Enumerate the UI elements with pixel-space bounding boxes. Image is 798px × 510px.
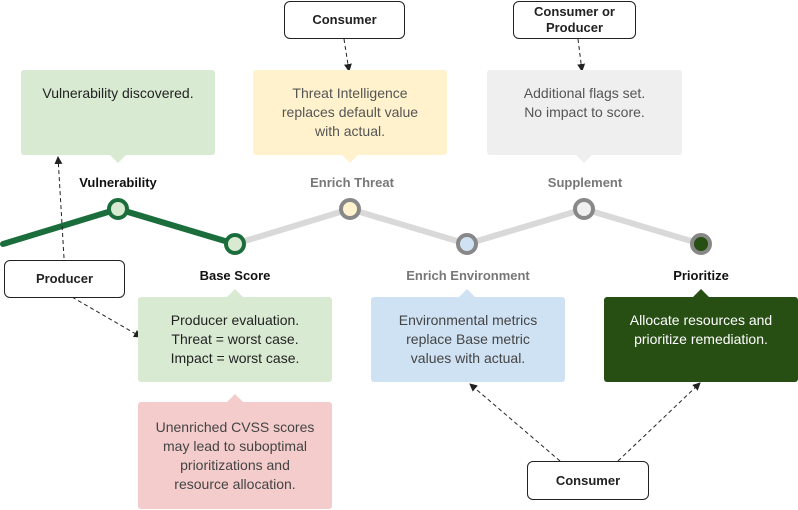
path-segment-base-threat bbox=[232, 206, 353, 247]
pointer-base-score bbox=[227, 289, 243, 297]
path-segment-threat-environment bbox=[347, 206, 470, 247]
stage-label-supplement: Supplement bbox=[547, 175, 623, 190]
arrow-consumer-to-threat bbox=[343, 38, 352, 72]
card-prioritize: Allocate resources and prioritize remedi… bbox=[604, 297, 798, 382]
path-segment-vulnerability-base bbox=[115, 206, 238, 247]
node-prioritize bbox=[690, 233, 712, 255]
actor-producer: Producer bbox=[4, 260, 125, 298]
actor-consumer-or-producer: Consumer or Producer bbox=[513, 1, 636, 39]
pointer-threat bbox=[342, 155, 358, 163]
node-vulnerability bbox=[107, 198, 129, 220]
card-warning: Unenriched CVSS scores may lead to subop… bbox=[138, 402, 332, 509]
path-segment-start bbox=[0, 206, 121, 247]
pointer-environment bbox=[459, 289, 475, 297]
node-supplement bbox=[573, 198, 595, 220]
pointer-warning bbox=[227, 394, 243, 402]
arrow-producer-to-vulnerability bbox=[54, 156, 65, 259]
actor-consumer-top: Consumer bbox=[284, 1, 405, 39]
pointer-supplement bbox=[576, 155, 592, 163]
stage-label-enrich-environment: Enrich Environment bbox=[406, 268, 530, 283]
stage-label-prioritize: Prioritize bbox=[673, 268, 729, 283]
path-segment-environment-supplement bbox=[464, 206, 587, 247]
stage-label-vulnerability: Vulnerability bbox=[79, 175, 157, 190]
stage-label-base-score: Base Score bbox=[199, 268, 271, 283]
arrow-consumer-or-producer-to-supplement bbox=[577, 38, 586, 72]
node-base-score bbox=[224, 233, 246, 255]
card-enrich-environment: Environmental metrics replace Base metri… bbox=[371, 297, 565, 382]
arrow-producer-to-base-score bbox=[71, 296, 142, 338]
card-vulnerability: Vulnerability discovered. bbox=[21, 70, 215, 155]
card-base-score: Producer evaluation. Threat = worst case… bbox=[138, 297, 332, 382]
actor-consumer-bottom: Consumer bbox=[527, 461, 649, 500]
arrow-consumer-to-environment bbox=[469, 383, 561, 462]
node-enrich-threat bbox=[339, 198, 361, 220]
pointer-prioritize bbox=[693, 289, 709, 297]
card-enrich-threat: Threat Intelligence replaces default val… bbox=[253, 70, 447, 155]
stage-label-enrich-threat: Enrich Threat bbox=[310, 175, 394, 190]
arrow-consumer-to-prioritize bbox=[617, 382, 701, 462]
path-segment-supplement-prioritize bbox=[581, 206, 704, 247]
pointer-vulnerability bbox=[110, 155, 126, 163]
node-enrich-environment bbox=[456, 233, 478, 255]
card-supplement: Additional flags set. No impact to score… bbox=[487, 70, 682, 155]
